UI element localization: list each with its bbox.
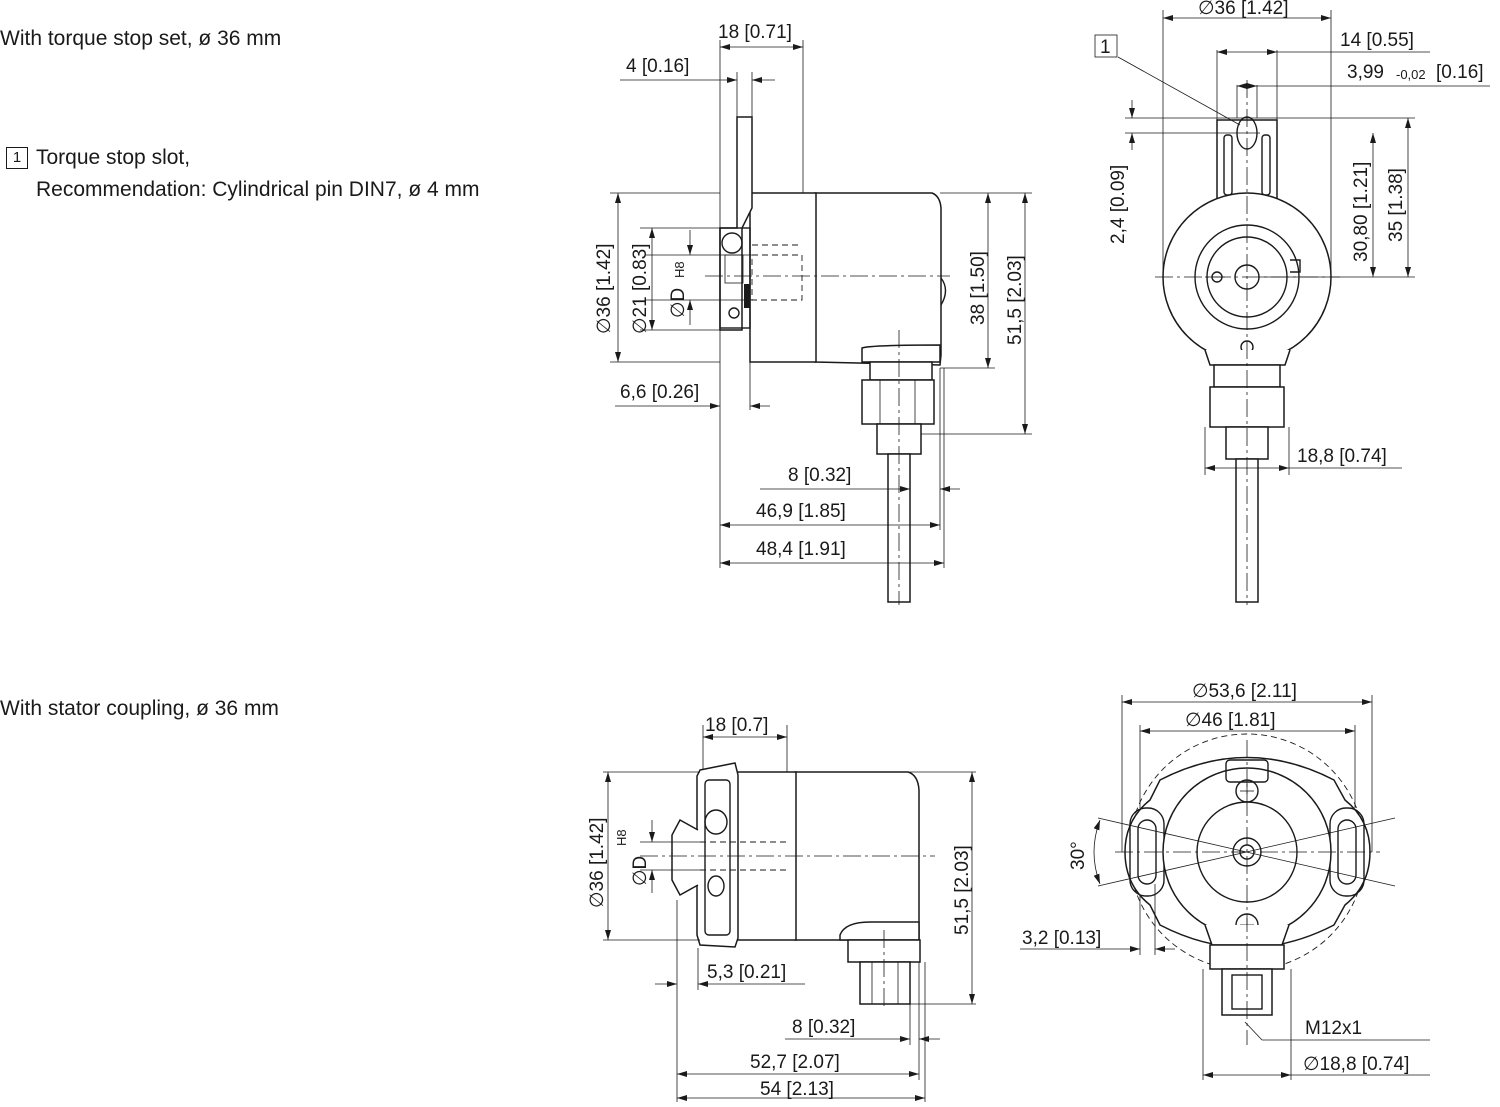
dim-18: 18 [0.71] bbox=[718, 22, 792, 43]
dim-8: 8 [0.32] bbox=[788, 465, 851, 486]
connector-base bbox=[839, 921, 920, 941]
dim-f-14: 14 [0.55] bbox=[1340, 30, 1414, 51]
dim-f-30-80: 30,80 [1.21] bbox=[1351, 162, 1372, 262]
cable-outlet bbox=[861, 344, 941, 363]
dim-4: 4 [0.16] bbox=[626, 56, 689, 77]
coupling-shaft-tip bbox=[671, 818, 699, 897]
stator-coupling bbox=[696, 762, 739, 948]
marker-box-1 bbox=[1094, 34, 1118, 58]
legend-text-1: Torque stop slot, bbox=[36, 146, 191, 169]
encoder-housing bbox=[814, 192, 942, 366]
dim-f-dia-36: ∅36 [1.42] bbox=[1198, 0, 1289, 19]
clamp-dark-part bbox=[744, 284, 750, 308]
angle-arc-30 bbox=[1093, 819, 1101, 885]
dim-46-9: 46,9 [1.85] bbox=[756, 501, 846, 522]
dim-bf-dia-18-8: ∅18,8 [0.74] bbox=[1303, 1054, 1409, 1075]
dim-38: 38 [1.50] bbox=[968, 251, 989, 325]
dim-f-3-99: 3,99 bbox=[1347, 62, 1384, 83]
legend-line-2: Recommendation: Cylindrical pin DIN7, ø … bbox=[36, 178, 480, 201]
dim-b-h8: H8 bbox=[614, 829, 629, 846]
leader-1 bbox=[1117, 56, 1241, 126]
dim-bf-30-deg: 30° bbox=[1068, 841, 1089, 870]
cable-gland-2 bbox=[861, 379, 935, 425]
dim-6-6: 6,6 [0.26] bbox=[620, 382, 699, 403]
torque-stop-heading: With torque stop set, ø 36 mm bbox=[0, 27, 282, 50]
coupling-screw-bot bbox=[707, 875, 725, 897]
rear-flange bbox=[749, 192, 817, 363]
dim-b-dia-D: ∅D bbox=[630, 856, 651, 886]
dim-b-8: 8 [0.32] bbox=[792, 1017, 855, 1038]
leader-m12 bbox=[1244, 1021, 1263, 1041]
coupling-inner bbox=[704, 779, 731, 936]
dim-h8: H8 bbox=[672, 261, 687, 278]
dim-b-54: 54 [2.13] bbox=[760, 1079, 834, 1100]
dim-b-51-5: 51,5 [2.03] bbox=[952, 845, 973, 935]
top-side-view: 18 [0.71] 4 [0.16] ∅36 [1.42] ∅21 [0.83]… bbox=[594, 22, 1032, 605]
dim-f-18-8: 18,8 [0.74] bbox=[1297, 446, 1387, 467]
dim-dia-D: ∅D bbox=[668, 288, 689, 318]
legend-line-1: 1 Torque stop slot, bbox=[6, 143, 190, 173]
dim-b-18: 18 [0.7] bbox=[705, 715, 768, 736]
front-cable-outlet bbox=[1204, 349, 1291, 366]
stator-heading: With stator coupling, ø 36 mm bbox=[0, 697, 279, 720]
dim-bf-dia-53-6: ∅53,6 [2.11] bbox=[1192, 681, 1297, 702]
dim-b-5-3: 5,3 [0.21] bbox=[707, 962, 786, 983]
clamp-screw-head bbox=[721, 232, 743, 254]
clamp-screw-hole bbox=[728, 307, 740, 319]
dim-bf-dia-46: ∅46 [1.81] bbox=[1185, 710, 1276, 731]
dim-f-0-16: [0.16] bbox=[1436, 62, 1484, 83]
dim-bf-m12x1: M12x1 bbox=[1305, 1018, 1362, 1039]
dim-f-35: 35 [1.38] bbox=[1386, 168, 1407, 242]
dim-51-5: 51,5 [2.03] bbox=[1005, 255, 1026, 345]
dim-dia-36: ∅36 [1.42] bbox=[594, 243, 615, 334]
hollow-shaft-hidden bbox=[751, 254, 803, 301]
dim-dia-21: ∅21 [0.83] bbox=[630, 243, 651, 334]
bottom-side-view: 18 [0.7] ∅36 [1.42] ∅D H8 51,5 [2.03] 5,… bbox=[587, 715, 976, 1102]
clamp-gap bbox=[1290, 259, 1301, 273]
marker-1: 1 bbox=[1100, 37, 1111, 58]
dim-48-4: 48,4 [1.91] bbox=[756, 539, 846, 560]
dim-b-dia-36: ∅36 [1.42] bbox=[587, 817, 608, 908]
bottom-front-view: ∅53,6 [2.11] ∅46 [1.81] 30° 3,2 [0.13] M… bbox=[1020, 681, 1430, 1080]
housing-bump bbox=[940, 277, 947, 306]
coupling-screw-top bbox=[704, 809, 728, 835]
dim-b-52-7: 52,7 [2.07] bbox=[750, 1052, 840, 1073]
top-front-view: ∅36 [1.42] 1 14 [0.55] 3,99 -0,02 [0.16]… bbox=[1094, 0, 1490, 605]
dim-f-2-4: 2,4 [0.09] bbox=[1108, 165, 1129, 244]
cable-gland-1 bbox=[869, 361, 933, 381]
connector-thread bbox=[859, 961, 911, 1005]
dim-f-tolerance: -0,02 bbox=[1396, 67, 1426, 82]
legend-marker: 1 bbox=[6, 147, 28, 169]
dim-bf-3-2: 3,2 [0.13] bbox=[1022, 928, 1101, 949]
